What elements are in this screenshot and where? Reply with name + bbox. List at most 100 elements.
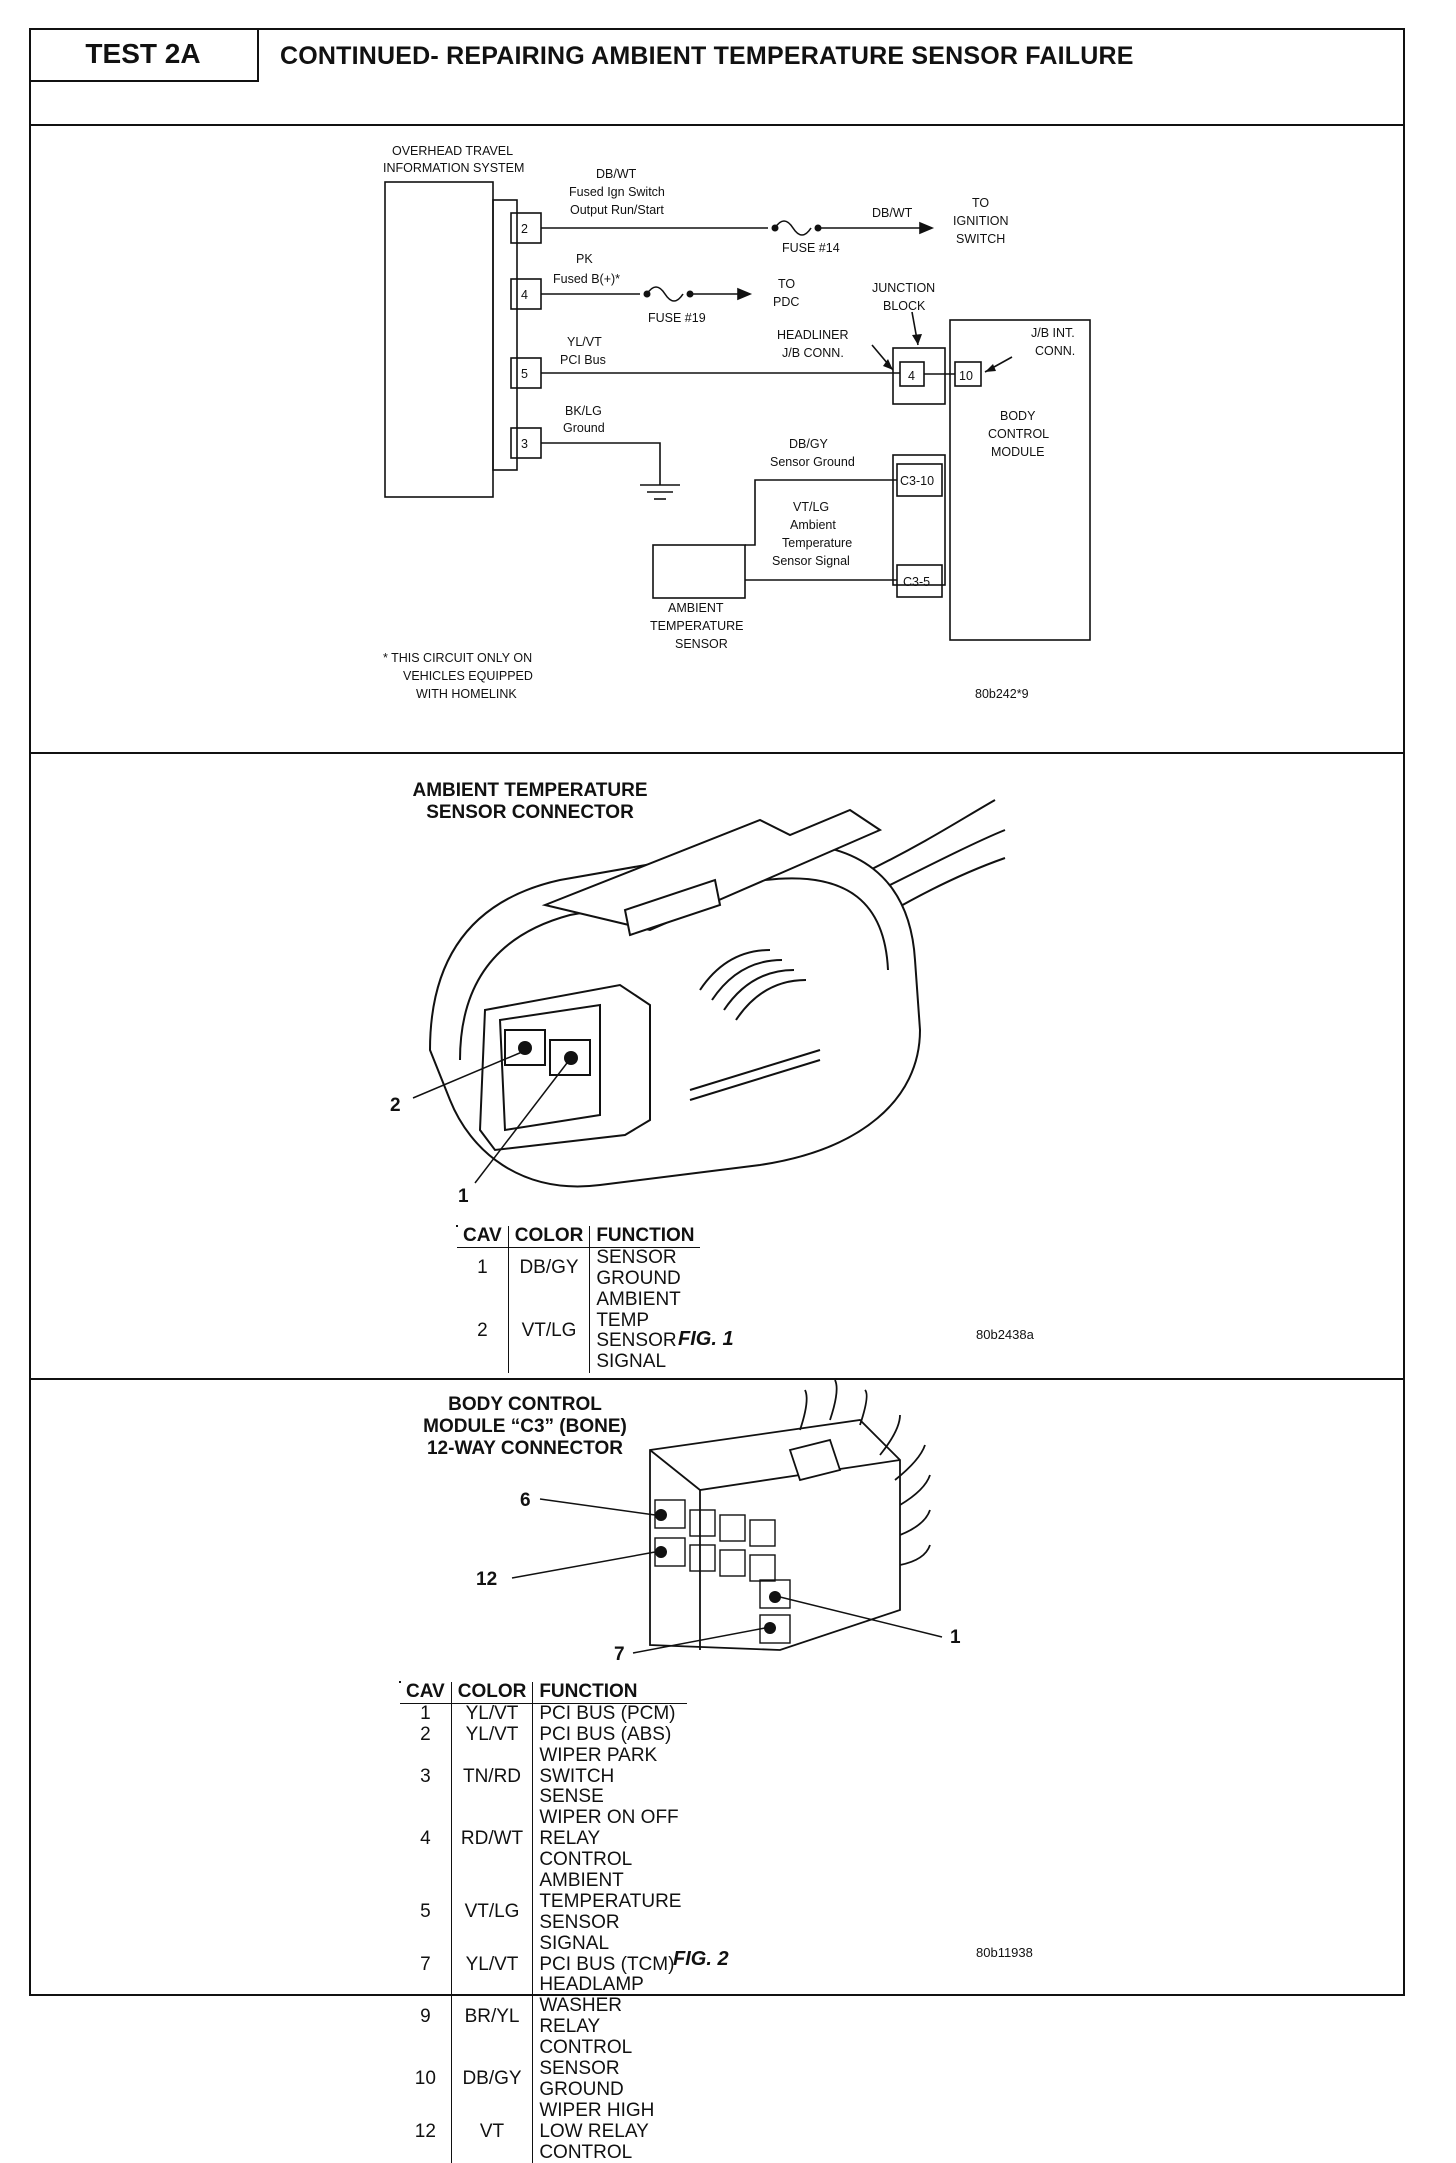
cell-cav: 5 (420, 1901, 431, 1923)
sensor-label-2: TEMPERATURE (650, 619, 744, 633)
schematic-code: 80b242*9 (975, 687, 1029, 701)
wire1-color: DB/WT (596, 167, 637, 181)
cell-color: DB/GY (450, 2059, 533, 2101)
cell-color: DB/GY (507, 1247, 590, 1290)
callout-6: 6 (520, 1490, 531, 1511)
cell-cav: 12 (414, 2120, 436, 2142)
svg-text:INFORMATION SYSTEM: INFORMATION SYSTEM (383, 161, 524, 175)
cell-function: WIPER ON OFF RELAY CONTROL (532, 1807, 688, 1872)
sensor-signal-desc1: Ambient (790, 518, 836, 532)
fig1-code: 80b2438a (976, 1327, 1034, 1342)
cell-cav: 9 (420, 2005, 431, 2027)
module-label-1: OVERHEAD TRAVEL (392, 144, 513, 158)
col-cav: CAV (400, 1681, 452, 1704)
divider (29, 752, 1405, 754)
cell-function: SENSOR GROUND (589, 1247, 701, 1290)
cell-color: VT/LG (507, 1289, 590, 1374)
cell-color: YL/VT (450, 1703, 533, 1725)
sensor-ground-color: DB/GY (789, 437, 829, 451)
wire2-color: PK (576, 252, 593, 266)
page-title: CONTINUED- REPAIRING AMBIENT TEMPERATURE… (280, 42, 1134, 70)
col-cav: CAV (457, 1225, 509, 1248)
cell-cav: 2 (420, 1723, 431, 1745)
cell-cav: 2 (477, 1320, 488, 1341)
fig1-caption: FIG. 1 (678, 1328, 734, 1350)
pin-5: 5 (521, 367, 528, 381)
pin-3: 3 (521, 437, 528, 451)
divider (29, 1378, 1405, 1380)
col-function: FUNCTION (589, 1225, 701, 1248)
headliner-label-1: HEADLINER (777, 328, 849, 342)
wire3-color: YL/VT (567, 335, 602, 349)
c3-10-label: C3-10 (900, 474, 934, 488)
junction-label-2: BLOCK (883, 299, 926, 313)
fig2-title-3: 12-WAY CONNECTOR (426, 1437, 624, 1459)
jb-pin: 4 (908, 369, 915, 383)
pin-2: 2 (521, 222, 528, 236)
fig1-title-1: AMBIENT TEMPERATURE (412, 780, 648, 801)
ambient-sensor-box (652, 544, 746, 599)
to-pdc-1: TO (778, 277, 795, 291)
sensor-label-1: AMBIENT (668, 601, 724, 615)
to-ignition-1: TO (972, 196, 989, 210)
cell-cav: 1 (477, 1257, 488, 1279)
cell-color: VT (450, 2100, 533, 2163)
wire1-right-color: DB/WT (872, 206, 913, 220)
callout-1: 1 (458, 1186, 469, 1207)
jb-int-pin: 10 (959, 369, 973, 383)
cell-cav: 4 (420, 1828, 431, 1850)
bcm-label-2: CONTROL (988, 427, 1049, 441)
sensor-ground-desc: Sensor Ground (770, 455, 855, 469)
sensor-label-3: SENSOR (675, 637, 728, 651)
wiring-schematic: OVERHEAD TRAVEL INFORMATION SYSTEM 2 4 5… (383, 144, 1091, 701)
pin-4: 4 (521, 288, 528, 302)
cell-function: PCI BUS (TCM) (532, 1954, 688, 1976)
wire2-desc: Fused B(+)* (553, 272, 620, 286)
to-ignition-3: SWITCH (956, 232, 1005, 246)
bcm-label-1: BODY (1000, 409, 1036, 423)
table-row: 1 DB/GY SENSOR GROUND (457, 1247, 701, 1290)
sensor-signal-color: VT/LG (793, 500, 829, 514)
to-ignition-2: IGNITION (953, 214, 1009, 228)
sensor-signal-desc2: Temperature (782, 536, 852, 550)
fuse-19: FUSE #19 (648, 311, 706, 325)
junction-label-1: JUNCTION (872, 281, 935, 295)
cell-function: PCI BUS (PCM) (532, 1703, 688, 1725)
bcm-box (949, 319, 1091, 641)
note-2: VEHICLES EQUIPPED (403, 669, 533, 683)
fig1-title: AMBIENT TEMPERATURE SENSOR CONNECTOR (390, 780, 670, 824)
jb-int-label-2: CONN. (1035, 344, 1075, 358)
divider (29, 124, 1405, 126)
cell-function: WIPER HIGH LOW RELAY CONTROL (532, 2100, 688, 2163)
sensor-signal-desc3: Sensor Signal (772, 554, 850, 568)
sensor-connector-illustration: 2 1 (390, 799, 1006, 1207)
note-3: WITH HOMELINK (416, 687, 517, 701)
wire1-desc2: Output Run/Start (570, 203, 664, 217)
cell-function: SENSOR GROUND (532, 2058, 688, 2101)
cell-function: HEADLAMP WASHER RELAY CONTROL (532, 1975, 688, 2060)
callout-1b: 1 (950, 1627, 961, 1648)
col-color: COLOR (450, 1681, 533, 1704)
wire4-color: BK/LG (565, 404, 602, 418)
cell-color: TN/RD (450, 1745, 533, 1809)
cell-color: VT/LG (450, 1871, 533, 1955)
fig1-table: CAV COLOR FUNCTION 1 DB/GY SENSOR GROUND… (456, 1225, 701, 1374)
bcm-label-3: MODULE (991, 445, 1044, 459)
callout-2: 2 (390, 1095, 401, 1116)
note-1: * THIS CIRCUIT ONLY ON (383, 651, 532, 665)
cell-cav: 1 (420, 1702, 431, 1724)
callout-12: 12 (476, 1569, 497, 1590)
fig2-code: 80b11938 (976, 1945, 1033, 1960)
wire1-desc: Fused Ign Switch (569, 185, 665, 199)
page-frame (29, 28, 1405, 1996)
wire4-desc: Ground (563, 421, 605, 435)
col-function: FUNCTION (532, 1681, 688, 1704)
